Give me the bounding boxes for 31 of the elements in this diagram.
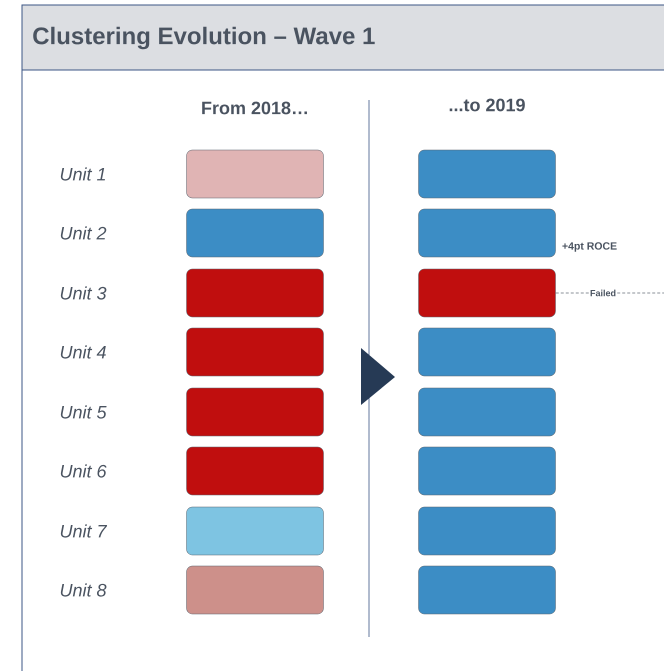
title: Clustering Evolution – Wave 1 — [33, 26, 375, 50]
unit-label: Unit 6 — [60, 464, 107, 478]
status-box — [186, 328, 324, 376]
status-box — [418, 506, 556, 556]
status-box — [418, 268, 556, 318]
dashed-line — [555, 292, 590, 294]
status-box — [186, 150, 324, 198]
unit-label: Unit 3 — [60, 286, 106, 300]
unit-label: Unit 2 — [60, 226, 106, 240]
status-box — [418, 328, 556, 376]
status-box — [418, 208, 556, 258]
unit-label: Unit 1 — [60, 167, 105, 181]
status-box — [418, 566, 556, 614]
status-box — [418, 150, 556, 198]
dashed-line — [616, 292, 664, 294]
status-box — [418, 446, 556, 496]
note-text: +4pt ROCE — [562, 242, 617, 252]
status-box — [186, 268, 324, 318]
status-box — [418, 388, 556, 436]
column-heading: From 2018… — [202, 102, 307, 114]
status-box — [186, 388, 324, 436]
column-heading: ...to 2019 — [450, 98, 525, 112]
unit-label: Unit 4 — [60, 345, 106, 359]
status-box — [186, 208, 324, 258]
status-box — [186, 446, 324, 496]
unit-label: Unit 5 — [60, 405, 107, 419]
status-box — [186, 566, 324, 614]
status-text: Failed — [590, 290, 616, 296]
status-box — [186, 506, 324, 556]
unit-label: Unit 8 — [60, 583, 106, 597]
unit-label: Unit 7 — [60, 524, 108, 538]
